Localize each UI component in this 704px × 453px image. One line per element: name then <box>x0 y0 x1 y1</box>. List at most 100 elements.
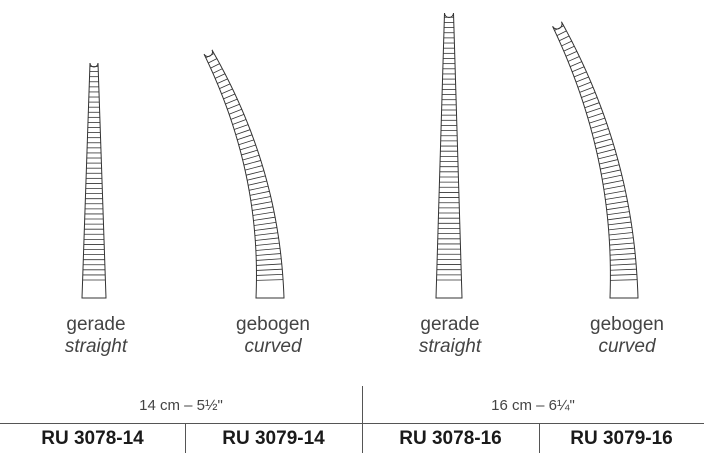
serration-line <box>603 185 625 190</box>
serration-line <box>228 108 242 115</box>
serration-line <box>593 133 611 139</box>
serration-line <box>243 160 261 166</box>
serration-line <box>255 247 281 251</box>
serration-line <box>210 63 220 69</box>
serration-line <box>610 258 636 261</box>
serration-line <box>249 190 270 196</box>
serration-line <box>608 221 632 226</box>
serration-line <box>251 201 272 206</box>
serration-line <box>610 268 637 271</box>
serration-line <box>554 25 564 31</box>
serration-line <box>605 195 627 200</box>
serration-line <box>581 92 596 98</box>
serration-line <box>256 258 282 261</box>
serration-line <box>565 50 578 57</box>
serration-line <box>253 221 277 226</box>
serration-line <box>600 164 620 170</box>
serration-line <box>609 237 634 241</box>
label-de: gerade <box>66 314 126 335</box>
serration-line <box>214 73 226 79</box>
label-en: straight <box>64 336 128 357</box>
serration-line <box>610 263 637 266</box>
serration-line <box>252 211 275 216</box>
jaw-base-line <box>256 279 284 281</box>
serration-line <box>577 81 592 88</box>
code-divider-1 <box>185 423 186 453</box>
serration-line <box>252 206 274 211</box>
label-instrument-1: gerade straight <box>6 314 186 358</box>
serration-line <box>571 66 585 73</box>
serration-line <box>605 200 628 206</box>
serration-line <box>569 61 582 67</box>
label-en: curved <box>598 336 656 357</box>
label-instrument-4: gebogen curved <box>537 314 704 358</box>
serration-line <box>598 153 617 160</box>
serration-line <box>579 86 594 93</box>
serration-line <box>563 45 575 52</box>
serration-line <box>237 134 253 141</box>
label-en: curved <box>244 336 302 357</box>
serration-line <box>255 242 280 246</box>
serration-line <box>250 196 271 201</box>
serration-line <box>254 227 278 231</box>
jaw-outline <box>81 62 107 299</box>
serration-line <box>242 154 260 161</box>
size-label-14cm: 14 cm – 5½" <box>139 397 223 414</box>
serration-line <box>205 53 215 59</box>
serration-line <box>256 268 283 271</box>
serration-line <box>247 175 266 181</box>
serration-line <box>582 97 598 103</box>
serration-line <box>212 68 223 74</box>
serration-line <box>607 216 631 221</box>
serration-line <box>239 144 256 151</box>
serration-line <box>559 35 570 42</box>
serration-line <box>608 232 633 236</box>
serration-line <box>241 149 258 156</box>
serration-line <box>238 139 255 146</box>
serration-line <box>227 103 240 110</box>
label-instrument-2: gebogen curved <box>183 314 363 358</box>
serration-line <box>573 71 587 78</box>
serration-line <box>606 205 629 211</box>
label-de: gerade <box>420 314 480 335</box>
table-top-rule <box>0 423 704 424</box>
serration-line <box>602 174 622 180</box>
serration-line <box>610 253 636 256</box>
serration-line <box>254 232 278 236</box>
serration-line <box>608 226 632 231</box>
jaw-base-line <box>610 279 638 281</box>
serration-line <box>256 263 282 266</box>
size-label-16cm: 16 cm – 6¼" <box>491 397 575 414</box>
instrument-1 <box>81 62 107 299</box>
serration-line <box>607 211 630 216</box>
serration-line <box>597 148 615 155</box>
serration-line <box>244 165 263 171</box>
serration-line <box>602 179 624 185</box>
serration-line <box>225 98 238 105</box>
article-code-3: RU 3078-16 <box>399 428 502 449</box>
serration-line <box>595 143 614 150</box>
serration-line <box>609 247 635 251</box>
instrument-4 <box>552 21 639 299</box>
label-de: gebogen <box>590 314 664 335</box>
serration-line <box>594 138 612 144</box>
label-instrument-3: gerade straight <box>360 314 540 358</box>
serration-line <box>256 273 283 276</box>
jaw-outline <box>435 12 463 299</box>
jaw-outline <box>203 49 285 299</box>
instrument-3 <box>435 12 463 299</box>
serration-line <box>592 128 609 134</box>
serration-line <box>604 190 626 195</box>
serration-line <box>584 102 600 109</box>
serration-line <box>255 237 279 241</box>
serration-line <box>599 159 618 165</box>
serration-line <box>601 169 621 175</box>
serration-line <box>253 216 276 221</box>
serration-line <box>575 76 589 83</box>
serration-line <box>609 242 635 246</box>
serration-line <box>561 40 572 47</box>
serration-line <box>256 253 281 256</box>
serration-line <box>221 88 233 95</box>
size-divider <box>362 386 363 453</box>
